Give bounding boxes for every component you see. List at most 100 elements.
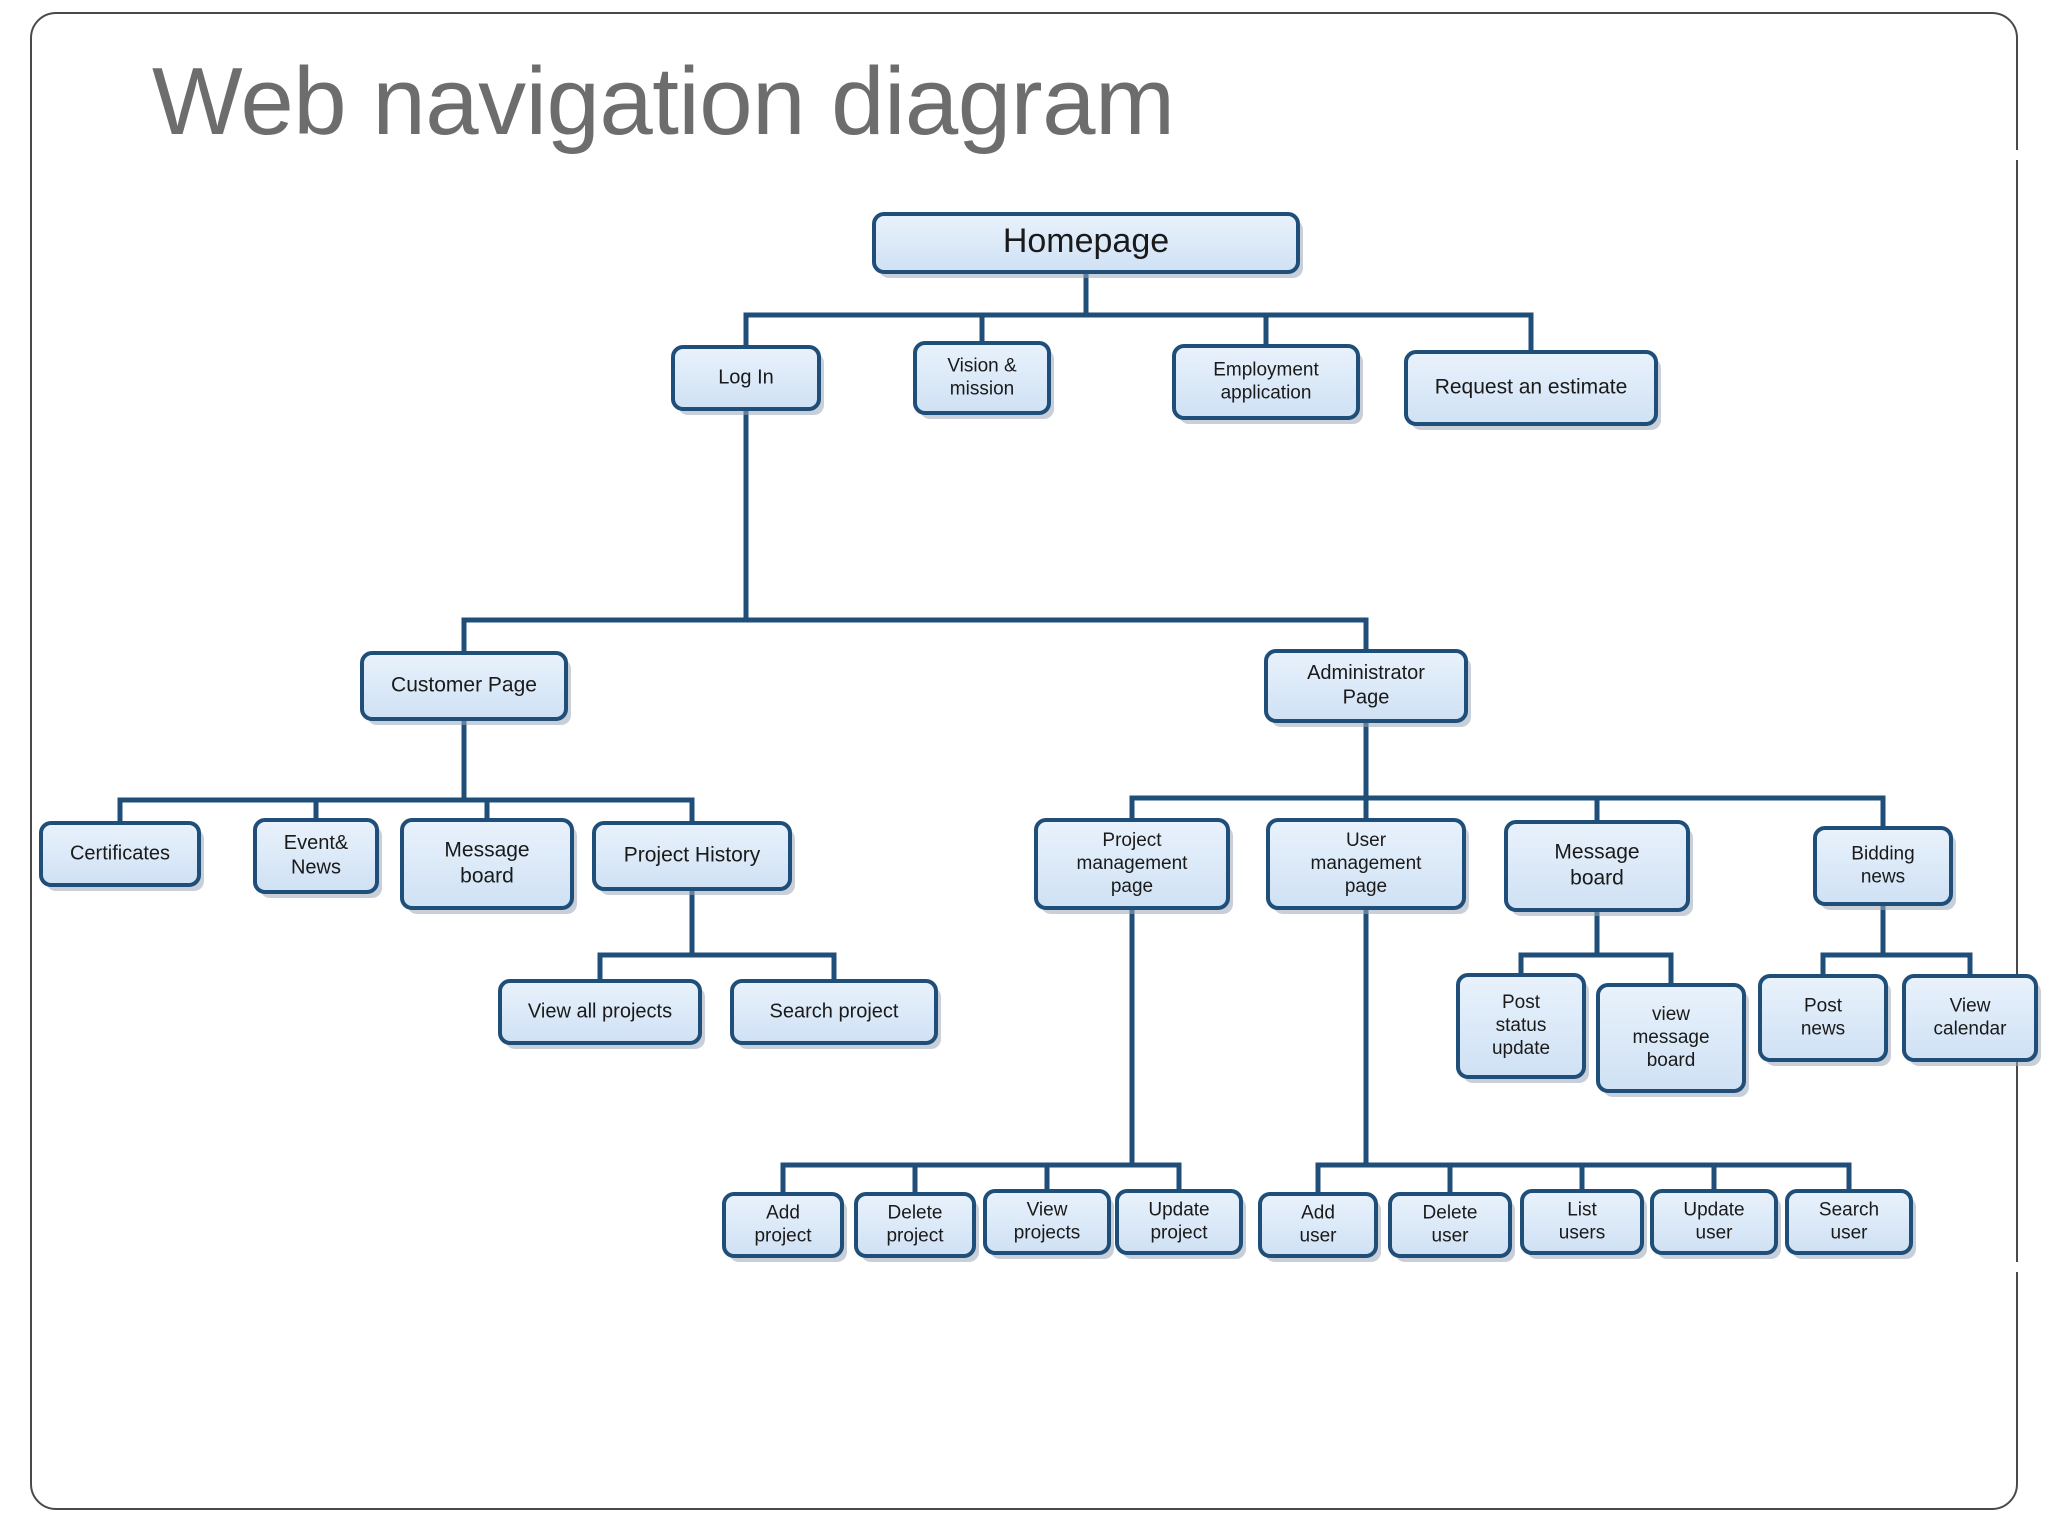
node-label: application bbox=[1221, 383, 1312, 404]
node-label: status bbox=[1496, 1015, 1547, 1036]
node-label: user bbox=[1831, 1223, 1869, 1244]
diagram-node-projhist[interactable]: Project History bbox=[592, 821, 795, 895]
node-label: management bbox=[1077, 853, 1189, 874]
node-label: Post bbox=[1502, 992, 1541, 1013]
node-label: Vision & bbox=[947, 355, 1017, 376]
node-box[interactable] bbox=[1902, 974, 2038, 1062]
node-label: Project History bbox=[624, 844, 761, 867]
node-box[interactable] bbox=[1758, 974, 1888, 1062]
node-label: projects bbox=[1014, 1223, 1081, 1244]
diagram-node-viewproj[interactable]: View projects bbox=[983, 1189, 1114, 1259]
node-label: Administrator bbox=[1307, 662, 1425, 684]
node-label: Certificates bbox=[70, 842, 170, 864]
node-box[interactable] bbox=[1258, 1192, 1378, 1258]
node-box[interactable] bbox=[1650, 1189, 1778, 1255]
node-label: page bbox=[1111, 876, 1153, 897]
connector-lines bbox=[117, 269, 1973, 1197]
page-title: Web navigation diagram bbox=[152, 48, 1175, 155]
node-box[interactable] bbox=[39, 821, 201, 887]
node-label: project bbox=[886, 1226, 944, 1247]
node-label: User bbox=[1346, 830, 1387, 851]
diagram-node-adduser[interactable]: Add user bbox=[1258, 1192, 1381, 1262]
node-box[interactable] bbox=[730, 979, 938, 1045]
node-label: Bidding bbox=[1851, 843, 1914, 864]
node-box[interactable] bbox=[1504, 820, 1690, 912]
node-label: Search project bbox=[770, 1000, 899, 1022]
diagram-node-updproj[interactable]: Update project bbox=[1115, 1189, 1246, 1259]
node-box[interactable] bbox=[253, 818, 379, 894]
node-box[interactable] bbox=[1034, 818, 1230, 910]
diagram-node-estimate[interactable]: Request an estimate bbox=[1404, 350, 1661, 430]
node-box[interactable] bbox=[592, 821, 792, 891]
diagram-node-viewallproj[interactable]: View all projects bbox=[498, 979, 705, 1049]
node-label: View bbox=[1027, 1199, 1068, 1220]
node-label: users bbox=[1559, 1223, 1605, 1244]
node-box[interactable] bbox=[1388, 1192, 1512, 1258]
node-box[interactable] bbox=[872, 212, 1300, 274]
node-box[interactable] bbox=[1264, 649, 1468, 723]
node-box[interactable] bbox=[1520, 1189, 1644, 1255]
node-box[interactable] bbox=[1596, 983, 1746, 1093]
node-label: View all projects bbox=[528, 1000, 672, 1022]
frame-gap-top bbox=[2010, 150, 2026, 160]
node-box[interactable] bbox=[1404, 350, 1658, 426]
node-box[interactable] bbox=[671, 345, 821, 411]
node-label: project bbox=[754, 1226, 812, 1247]
node-box[interactable] bbox=[1813, 826, 1953, 906]
node-box[interactable] bbox=[400, 818, 574, 910]
diagram-node-login[interactable]: Log In bbox=[671, 345, 824, 415]
diagram-node-certs[interactable]: Certificates bbox=[39, 821, 204, 891]
node-box[interactable] bbox=[498, 979, 702, 1045]
node-label: calendar bbox=[1934, 1019, 2008, 1040]
node-label: Page bbox=[1343, 686, 1390, 708]
node-label: Log In bbox=[718, 366, 774, 388]
node-box[interactable] bbox=[1456, 973, 1586, 1079]
node-label: user bbox=[1300, 1226, 1338, 1247]
node-box[interactable] bbox=[1785, 1189, 1913, 1255]
node-box[interactable] bbox=[913, 341, 1051, 415]
frame-gap-middle bbox=[2010, 1262, 2026, 1272]
node-label: board bbox=[1647, 1050, 1696, 1071]
node-label: News bbox=[291, 856, 341, 878]
node-label: board bbox=[460, 864, 514, 887]
node-label: page bbox=[1345, 876, 1387, 897]
node-box[interactable] bbox=[1266, 818, 1466, 910]
node-box[interactable] bbox=[854, 1192, 976, 1258]
node-label: View bbox=[1950, 995, 1991, 1016]
node-box[interactable] bbox=[722, 1192, 844, 1258]
diagram-node-eventnews[interactable]: Event&News bbox=[253, 818, 382, 898]
node-box[interactable] bbox=[1115, 1189, 1243, 1255]
diagram-node-viewcal[interactable]: View calendar bbox=[1902, 974, 2041, 1066]
node-label: project bbox=[1150, 1223, 1208, 1244]
node-label: message bbox=[1632, 1027, 1709, 1048]
node-label: view bbox=[1652, 1004, 1690, 1025]
node-label: Add bbox=[1301, 1202, 1335, 1223]
diagram-node-homepage[interactable]: Homepage bbox=[872, 212, 1303, 278]
node-label: board bbox=[1570, 866, 1624, 889]
node-box[interactable] bbox=[1172, 344, 1360, 420]
node-box[interactable] bbox=[983, 1189, 1111, 1255]
node-box[interactable] bbox=[360, 651, 568, 721]
diagram-node-vision[interactable]: Vision &mission bbox=[913, 341, 1054, 419]
node-label: Post bbox=[1804, 995, 1843, 1016]
diagram-node-searchproj[interactable]: Search project bbox=[730, 979, 941, 1049]
node-label: Update bbox=[1148, 1199, 1209, 1220]
diagram-node-customer[interactable]: Customer Page bbox=[360, 651, 571, 725]
